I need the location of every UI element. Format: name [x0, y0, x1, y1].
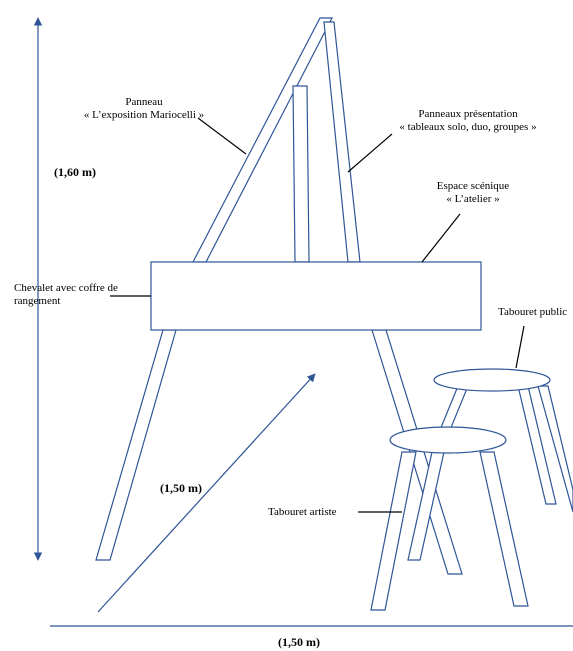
tabouret-artiste-seat: [389, 426, 507, 454]
label-chevalet: Chevalet avec coffre de rangement: [14, 282, 118, 308]
depth-dimension-arrow: [97, 373, 316, 613]
tabouret-public-leg-right: [537, 385, 573, 513]
tabouret-artiste-leg-left: [370, 451, 417, 611]
leader-panneau: [197, 117, 247, 155]
label-presentation-line2: « tableaux solo, duo, groupes »: [399, 121, 537, 133]
leader-presentation: [347, 133, 393, 173]
label-panneau-line1: Panneau: [125, 96, 163, 108]
label-tabouret-public: Tabouret public: [498, 306, 568, 318]
label-panneau: Panneau « L’exposition Mariocelli »: [52, 96, 236, 122]
tabouret-artiste-leg-right: [479, 451, 529, 607]
label-chevalet-line1: Chevalet avec coffre de: [14, 282, 118, 294]
tabouret-public-leg-left: [439, 385, 469, 431]
easel-front-leg-right: [323, 21, 361, 263]
label-espace-line2: « L’atelier »: [446, 193, 500, 205]
dimension-width-label: (1,50 m): [278, 635, 320, 649]
label-espace-line1: Espace scénique: [436, 180, 510, 192]
label-presentation: Panneaux présentation « tableaux solo, d…: [384, 108, 552, 134]
leader-espace: [421, 213, 461, 263]
label-tabouret-artiste: Tabouret artiste: [268, 506, 337, 518]
label-panneau-line2: « L’exposition Mariocelli »: [83, 109, 205, 121]
leader-tabouret-public: [515, 325, 525, 369]
label-presentation-line1: Panneaux présentation: [418, 108, 518, 120]
easel-lower-leg-left: [95, 329, 177, 561]
dimension-height-label: (1,60 m): [54, 165, 96, 179]
label-chevalet-line2: rangement: [14, 295, 61, 307]
dimension-depth-label: (1,50 m): [160, 481, 202, 495]
easel-front-leg-left: [192, 17, 333, 263]
tabouret-public-seat: [433, 368, 551, 392]
easel-back-mast: [292, 85, 310, 263]
chevalet-storage-box: [150, 261, 482, 331]
label-espace: Espace scénique « L’atelier »: [418, 180, 528, 206]
